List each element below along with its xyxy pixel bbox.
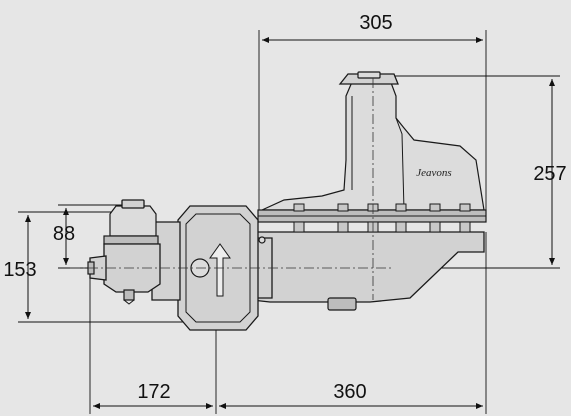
valve-body-inner-rim xyxy=(185,213,251,323)
dimension-labels: 305 257 88 153 172 360 xyxy=(3,12,566,403)
bolt-head xyxy=(337,221,349,233)
pilot-flange xyxy=(103,235,159,245)
bolt-head xyxy=(429,221,441,233)
bolt-head xyxy=(293,221,305,233)
brand-logo: Jeavons xyxy=(416,167,451,179)
pilot-regulator xyxy=(87,199,161,305)
vent-cap xyxy=(338,73,399,85)
pilot-stem xyxy=(123,289,135,301)
drain-plug xyxy=(327,297,357,311)
dim-label-88: 88 xyxy=(53,223,75,245)
bonnet-contour-line xyxy=(395,117,405,211)
bolt-nut xyxy=(395,203,407,212)
pilot-cap xyxy=(121,199,145,209)
center-lines xyxy=(70,78,392,300)
lower-body xyxy=(247,231,485,303)
pilot-spring-case xyxy=(109,205,157,237)
flow-arrow-icon xyxy=(209,243,231,297)
dim-label-172: 172 xyxy=(137,381,170,403)
regulator-body: Jeavons xyxy=(87,71,487,331)
vent-cap-top xyxy=(357,71,381,79)
dim-label-360: 360 xyxy=(333,381,366,403)
bolt-head xyxy=(395,221,407,233)
bolt-nut xyxy=(459,203,471,212)
dim-label-305: 305 xyxy=(359,12,392,34)
dim-label-153: 153 xyxy=(3,259,36,281)
dim-label-257: 257 xyxy=(533,163,566,185)
body-screw xyxy=(258,236,266,244)
dimension-lines xyxy=(18,30,560,414)
bolt-nut xyxy=(429,203,441,212)
bolt-head xyxy=(459,221,471,233)
pilot-stem-tip xyxy=(123,299,135,305)
bolt-nut xyxy=(293,203,305,212)
bolt-nut xyxy=(337,203,349,212)
